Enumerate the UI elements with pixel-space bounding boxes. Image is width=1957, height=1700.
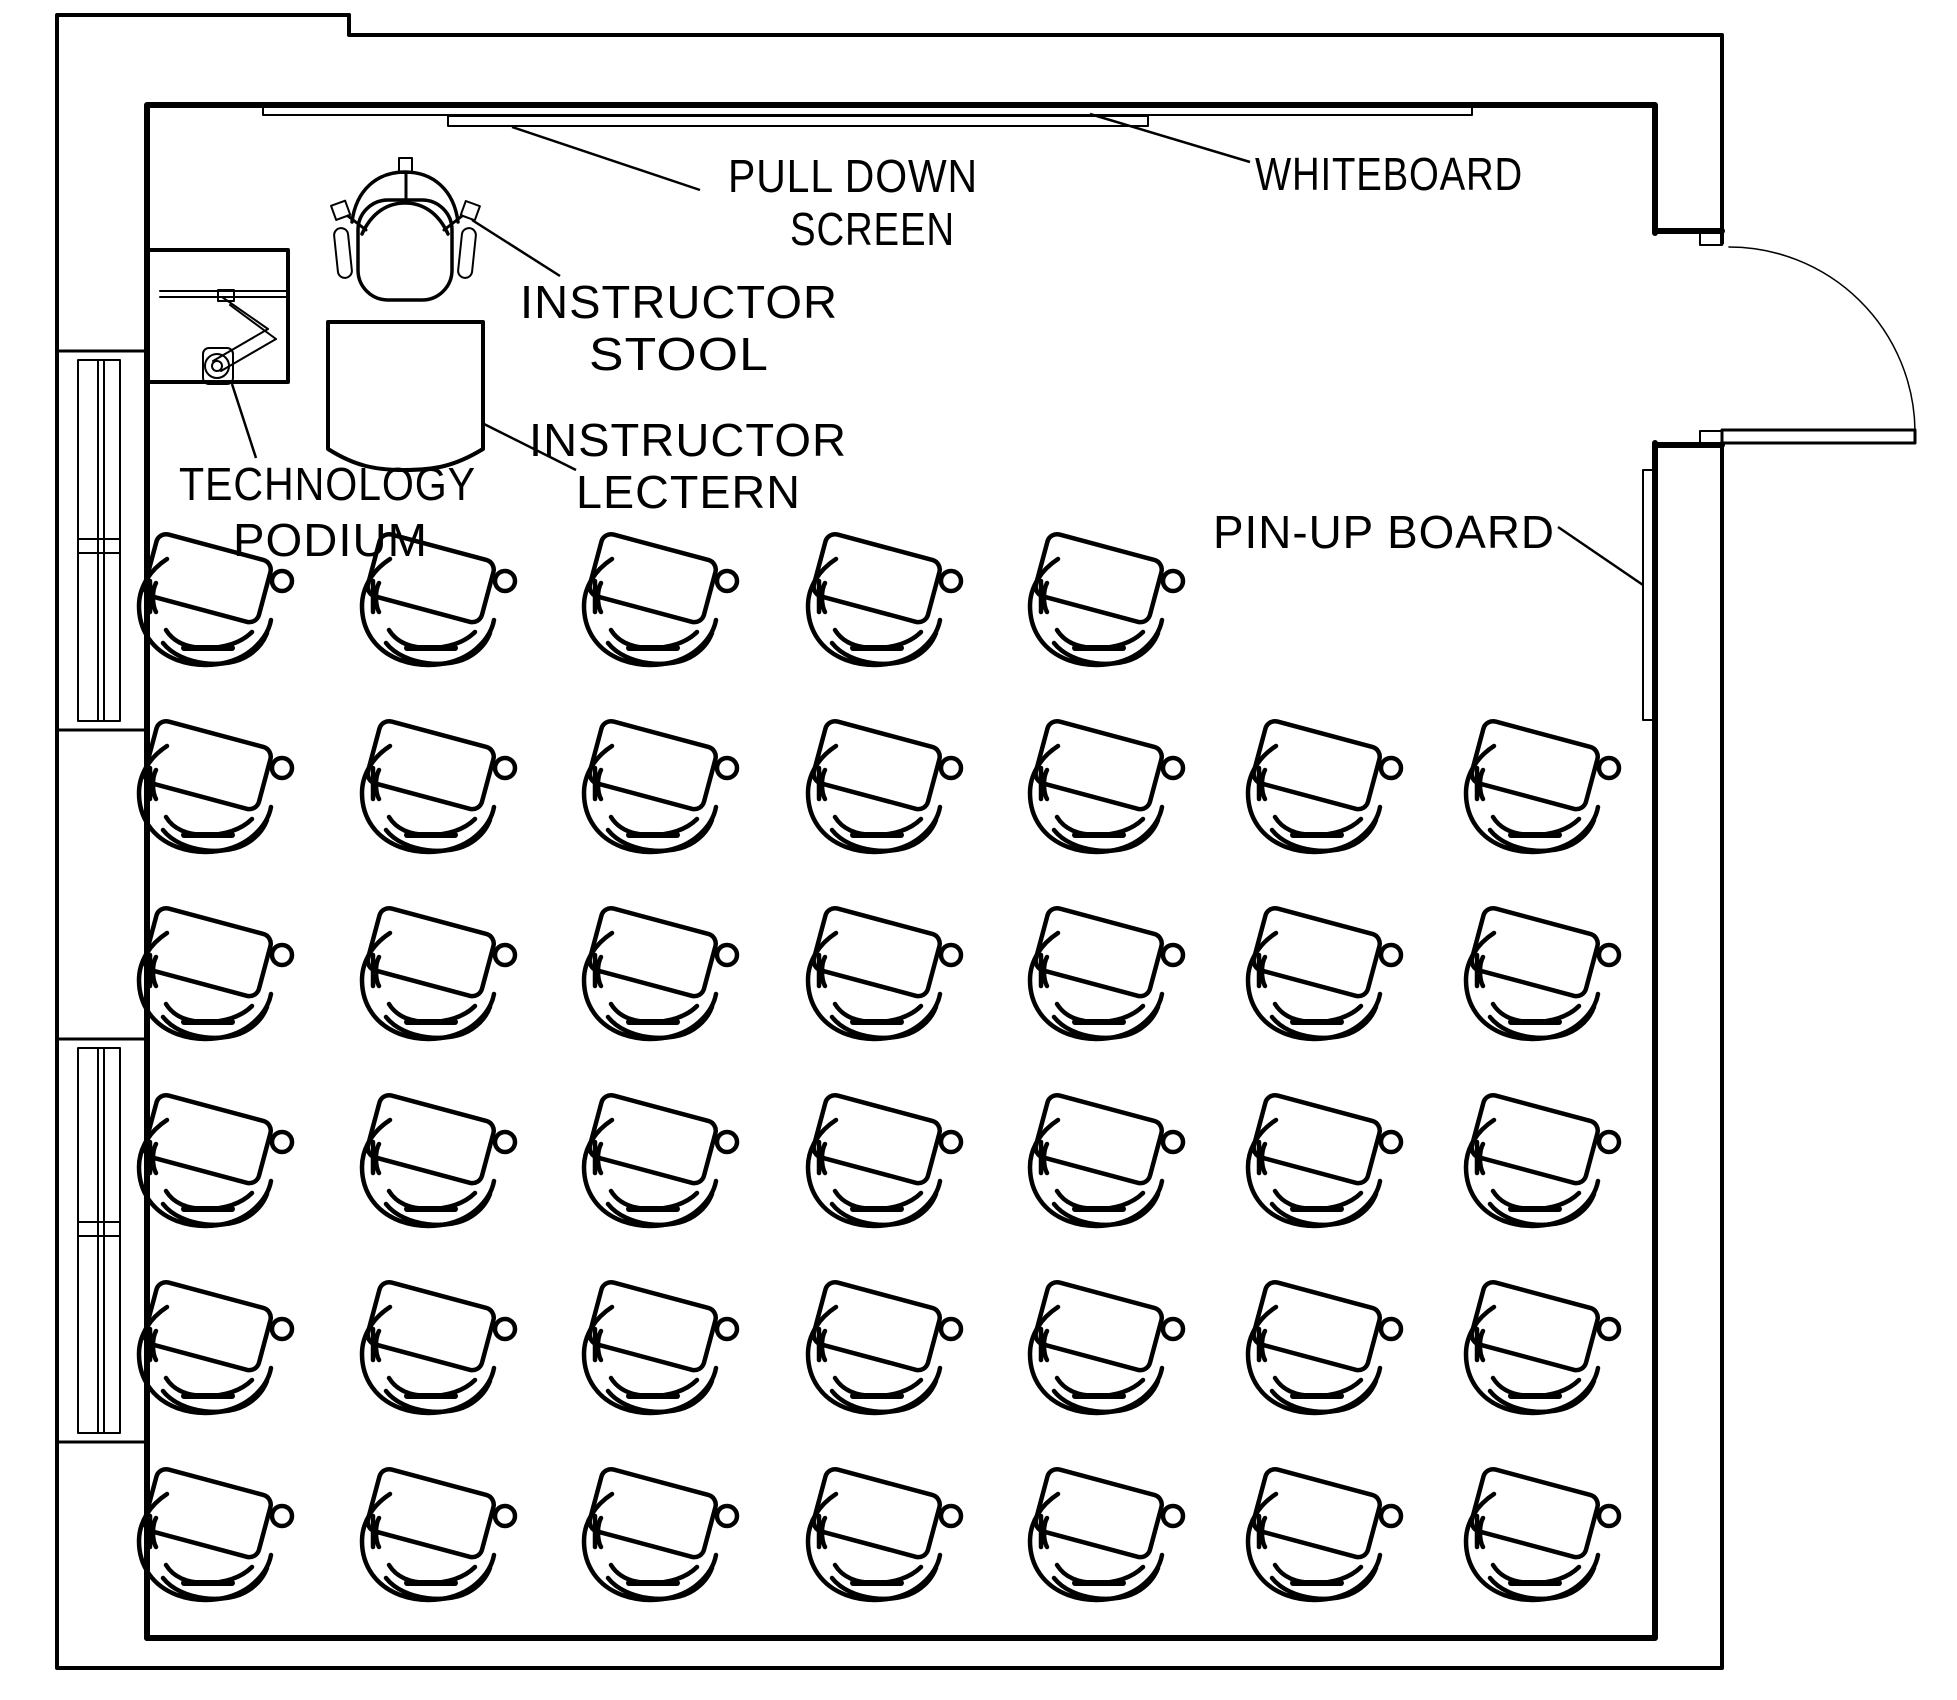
student-chair <box>1466 719 1619 852</box>
label-technology-podium-2: PODIUM <box>233 514 428 566</box>
door-stop-bottom <box>1699 430 1723 444</box>
student-chair <box>1030 906 1183 1039</box>
inner-wall <box>144 102 1658 1641</box>
student-chair <box>362 719 515 852</box>
outer-wall <box>55 13 1724 1670</box>
student-chair <box>584 1093 737 1226</box>
whiteboard <box>262 106 1473 116</box>
stool-leg <box>333 227 353 279</box>
window-bay-1 <box>55 349 149 732</box>
technology-podium <box>146 248 290 385</box>
student-chair <box>808 906 961 1039</box>
student-chair <box>1248 1280 1401 1413</box>
monitor-arm <box>202 289 277 385</box>
label-instructor-lectern-2: LECTERN <box>576 466 801 518</box>
podium-cabinet <box>146 248 290 384</box>
label-pull-down-screen-1: PULL DOWN <box>728 150 978 202</box>
student-chair <box>139 1467 292 1600</box>
student-chair <box>1030 1467 1183 1600</box>
stool-leg <box>457 227 477 279</box>
student-chair <box>808 1093 961 1226</box>
student-chair <box>1030 719 1183 852</box>
stool-caster <box>330 199 352 221</box>
student-chair <box>362 1093 515 1226</box>
student-chair <box>584 1467 737 1600</box>
door-leaf <box>1720 428 1917 445</box>
student-chair <box>1466 1467 1619 1600</box>
window-bay-2 <box>55 1037 149 1444</box>
student-chair <box>1466 1093 1619 1226</box>
student-chair <box>1030 1280 1183 1413</box>
student-chair <box>139 906 292 1039</box>
label-pin-up-board: PIN-UP BOARD <box>1213 506 1555 558</box>
student-chair <box>139 1093 292 1226</box>
label-instructor-stool-2: STOOL <box>589 328 769 380</box>
leader-instructor-stool <box>471 218 561 278</box>
stool-caster <box>459 200 481 222</box>
inner-wall-lower <box>144 440 1658 1641</box>
student-chair <box>1248 1467 1401 1600</box>
student-chair <box>1466 906 1619 1039</box>
student-chair <box>584 532 737 665</box>
door-swing-arc <box>1728 246 1916 431</box>
leader-instructor-lectern <box>483 422 577 472</box>
label-whiteboard: WHITEBOARD <box>1255 148 1523 200</box>
instructor-stool <box>330 157 481 302</box>
student-chair <box>808 1280 961 1413</box>
leader-lines <box>230 112 1644 587</box>
student-chair <box>808 719 961 852</box>
student-chairs <box>139 532 1619 1600</box>
student-chair <box>1030 1093 1183 1226</box>
student-chair <box>1248 719 1401 852</box>
instructor-lectern <box>326 320 485 472</box>
student-chair <box>362 1467 515 1600</box>
student-chair <box>1466 1280 1619 1413</box>
student-chair <box>584 906 737 1039</box>
student-chair <box>1248 906 1401 1039</box>
student-chair <box>584 719 737 852</box>
student-chair <box>808 532 961 665</box>
door-stop-top <box>1699 232 1723 246</box>
student-chair <box>1030 532 1183 665</box>
label-pull-down-screen-2: SCREEN <box>790 203 955 255</box>
window-mullion <box>77 538 121 554</box>
student-chair <box>584 1280 737 1413</box>
label-instructor-stool-1: INSTRUCTOR <box>520 276 838 328</box>
walls <box>55 13 1725 1670</box>
leader-pull-down-screen <box>511 125 701 192</box>
student-chair <box>362 906 515 1039</box>
leader-pin-up-board <box>1557 525 1644 587</box>
outer-wall-top <box>347 13 1724 245</box>
door <box>1699 232 1917 445</box>
pull-down-screen <box>447 115 1149 127</box>
leader-technology-podium <box>230 383 258 459</box>
student-chair <box>139 1280 292 1413</box>
student-chair <box>808 1467 961 1600</box>
label-technology-podium-1: TECHNOLOGY <box>179 458 476 510</box>
window-mullion <box>77 1221 121 1237</box>
student-chair <box>362 1280 515 1413</box>
labels: PULL DOWN SCREEN WHITEBOARD INSTRUCTOR S… <box>179 148 1555 566</box>
pin-up-board <box>1642 469 1654 721</box>
leader-whiteboard <box>1089 112 1251 164</box>
label-instructor-lectern-1: INSTRUCTOR <box>529 414 847 466</box>
student-chair <box>139 719 292 852</box>
student-chair <box>1248 1093 1401 1226</box>
